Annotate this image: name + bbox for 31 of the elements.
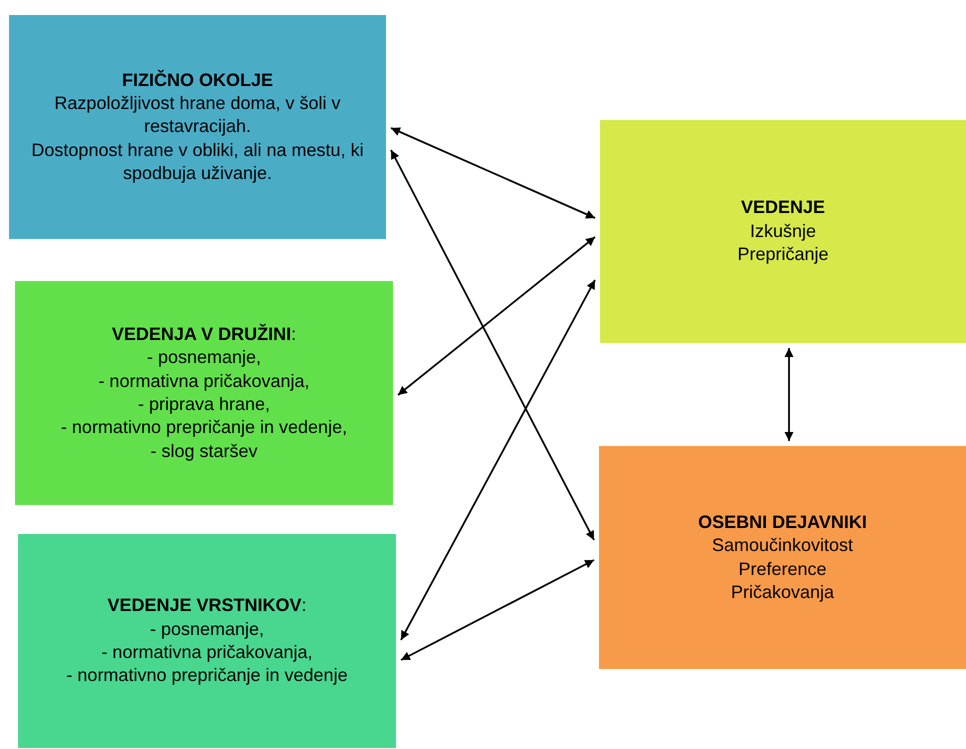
heading: VEDENJE VRSTNIKOV: bbox=[107, 594, 307, 618]
body-text: Samoučinkovitost bbox=[712, 534, 854, 558]
text-box bbox=[599, 446, 966, 669]
arrow bbox=[390, 127, 596, 219]
heading: OSEBNI DEJAVNIKI bbox=[698, 510, 867, 534]
body-text: Preference bbox=[738, 558, 827, 580]
text-box bbox=[15, 281, 393, 505]
body-text: Izkušnje bbox=[750, 220, 816, 243]
text-box bbox=[18, 534, 396, 748]
arrow bbox=[400, 559, 594, 661]
body-text: Dostopnost hrane v obliki, ali na mestu, ki spodbuja uživanje. bbox=[30, 138, 365, 186]
body-text: - normativna pričakovanja, bbox=[101, 641, 313, 664]
heading: VEDENJA V DRUŽINI: bbox=[112, 322, 296, 346]
body-text: - normativno prepričanje in vedenje bbox=[66, 664, 348, 688]
body-text: Pričakovanja bbox=[730, 580, 834, 604]
body-text: Razpoložljivost hrane doma, v šoli v restavracijah. bbox=[53, 92, 342, 138]
body-text: - normativno prepričanje in vedenje, bbox=[60, 416, 348, 440]
body-text: - priprava hrane, bbox=[138, 393, 270, 416]
arrow bbox=[390, 150, 595, 540]
arrow bbox=[784, 348, 794, 441]
arrow bbox=[400, 280, 596, 640]
body-text: - normativna pričakovanja, bbox=[98, 370, 310, 393]
heading: VEDENJE bbox=[740, 196, 826, 220]
arrow bbox=[397, 236, 596, 396]
body-text: - posnemanje, bbox=[150, 618, 264, 641]
text-box bbox=[600, 120, 966, 343]
body-text: - slog staršev bbox=[150, 440, 258, 463]
body-text: - posnemanje, bbox=[146, 346, 262, 370]
text-box bbox=[9, 15, 386, 239]
body-text: Prepričanje bbox=[737, 243, 829, 266]
heading: FIZIČNO OKOLJE bbox=[122, 68, 273, 92]
